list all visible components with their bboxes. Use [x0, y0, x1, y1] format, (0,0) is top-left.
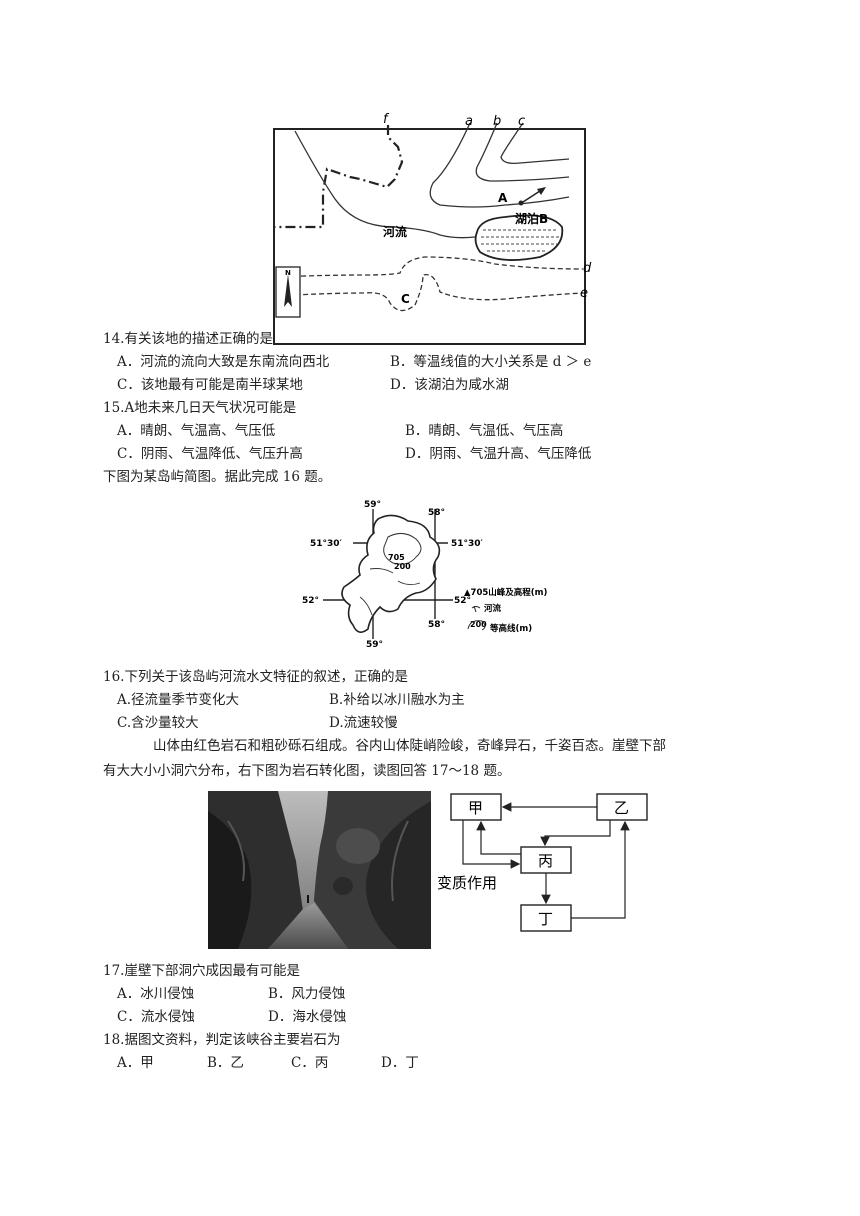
q17-option-d[interactable]: D．海水侵蚀	[268, 1009, 347, 1025]
q16-option-b[interactable]: B.补给以冰川融水为主	[329, 692, 465, 708]
intro-16: 下图为某岛屿简图。据此完成 16 题。	[103, 469, 332, 485]
q15-option-d[interactable]: D．阴雨、气温升高、气压降低	[405, 446, 592, 462]
q17-stem: 17.崖壁下部洞穴成因最有可能是	[103, 963, 300, 979]
figure-1-map: f a b c d e A C 湖泊B 河流 N	[273, 112, 592, 345]
label-river: 河流	[382, 224, 407, 239]
q18-option-b[interactable]: B．乙	[207, 1055, 244, 1071]
lon-bottom-left: 59°	[366, 640, 383, 647]
north-icon: N	[285, 269, 291, 277]
peak-elevation: 705	[388, 553, 405, 562]
label-point-c: C	[401, 292, 410, 306]
q16-option-d[interactable]: D.流速较慢	[329, 715, 398, 731]
label-f: f	[383, 112, 390, 127]
label-c: c	[518, 114, 525, 129]
q15-option-c[interactable]: C．阴雨、气温降低、气压升高	[117, 446, 303, 462]
lon-top-left: 59°	[364, 500, 381, 510]
legend-contour: 等高线(m)	[489, 623, 532, 634]
label-a: a	[465, 114, 473, 129]
label-point-a: A	[498, 191, 508, 205]
q17-option-a[interactable]: A．冰川侵蚀	[117, 986, 195, 1002]
q17-option-c[interactable]: C．流水侵蚀	[117, 1009, 195, 1025]
lon-bottom-right: 58°	[428, 620, 445, 630]
contour-value: 200	[394, 562, 411, 571]
lat-right: 51°30′	[451, 539, 484, 549]
q18-option-c[interactable]: C．丙	[291, 1055, 329, 1071]
box-yi: 乙	[614, 799, 629, 817]
q18-option-d[interactable]: D．丁	[381, 1055, 419, 1071]
lat-left: 51°30′	[310, 539, 343, 549]
q15-option-b[interactable]: B．晴朗、气温低、气压高	[405, 423, 564, 439]
legend-peak: ▲705山峰及高程(m)	[464, 587, 548, 598]
box-ding: 丁	[538, 910, 553, 928]
box-bing: 丙	[538, 852, 553, 870]
q15-stem: 15.A地未来几日天气状况可能是	[103, 400, 297, 416]
q16-stem: 16.下列关于该岛屿河流水文特征的叙述，正确的是	[103, 669, 408, 685]
q14-option-d[interactable]: D．该湖泊为咸水湖	[390, 377, 509, 393]
q15-option-a[interactable]: A．晴朗、气温高、气压低	[117, 423, 276, 439]
q16-option-a[interactable]: A.径流量季节变化大	[117, 692, 240, 708]
legend-contour-value: 200	[470, 620, 487, 629]
q18-option-a[interactable]: A．甲	[117, 1055, 154, 1071]
figure-2-island-map: 59° 58° 51°30′ 51°30′ 52° 52° 59° 58° 70…	[302, 500, 548, 647]
lon-top-right: 58°	[428, 508, 445, 518]
intro-17-line-1: 山体由红色岩石和粗砂砾石组成。谷内山体陡峭险峻，奇峰异石，千姿百态。崖壁下部	[153, 738, 666, 754]
canyon-photo	[208, 791, 431, 949]
q14-option-b[interactable]: B．等温线值的大小关系是 d ＞ e	[390, 354, 592, 370]
q16-option-c[interactable]: C.含沙量较大	[117, 715, 199, 731]
q14-option-c[interactable]: C．该地最有可能是南半球某地	[117, 377, 303, 393]
lat-bottom-left: 52°	[302, 596, 319, 606]
q18-stem: 18.据图文资料，判定该峡谷主要岩石为	[103, 1032, 341, 1048]
label-metamorphism: 变质作用	[437, 874, 497, 892]
q17-option-b[interactable]: B．风力侵蚀	[268, 986, 346, 1002]
lat-bottom-right: 52°	[454, 596, 471, 606]
label-lake-b: 湖泊B	[515, 211, 548, 226]
figure-3-rock-cycle: 甲 乙 丙 丁 变质作用	[437, 793, 648, 932]
box-jia: 甲	[468, 799, 483, 817]
q14-option-a[interactable]: A．河流的流向大致是东南流向西北	[117, 354, 330, 370]
q14-stem: 14.有关该地的描述正确的是	[103, 331, 273, 347]
label-d: d	[583, 261, 592, 276]
label-b: b	[493, 114, 501, 129]
intro-17-line-2: 有大大小小洞穴分布，右下图为岩石转化图，读图回答 17～18 题。	[103, 763, 511, 779]
legend-river: 河流	[484, 603, 502, 614]
label-e: e	[580, 286, 588, 301]
